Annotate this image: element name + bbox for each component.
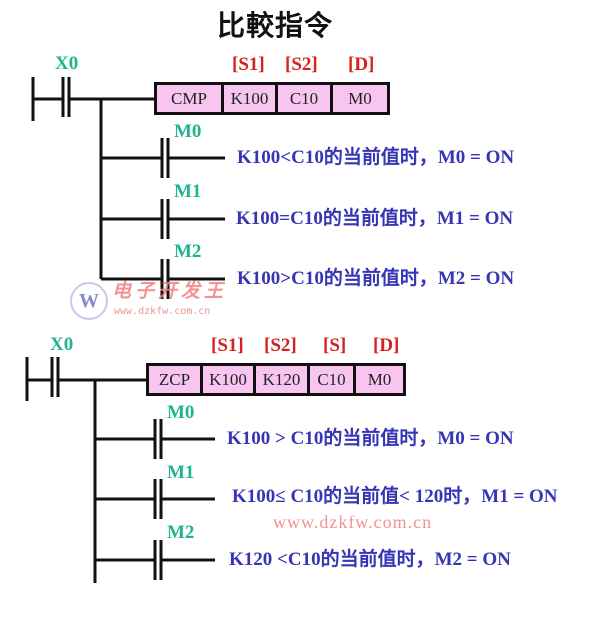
contact-label: M2 [174, 241, 202, 262]
contact-label: M1 [167, 462, 195, 483]
page-title: 比較指令 [216, 9, 333, 42]
zcp-cell: K120 [256, 366, 310, 393]
condition-text: K100>C10的当前值时，M2 = ON [237, 268, 515, 289]
zcp-cell: M0 [367, 369, 392, 389]
cmp-branch-m0 [101, 138, 225, 178]
zcp-branch-m0 [95, 419, 215, 459]
condition-text: K100<C10的当前值时，M0 = ON [237, 147, 515, 168]
operand-label-s1: [S1] [211, 335, 244, 356]
condition-text: K100=C10的当前值时，M1 = ON [236, 208, 514, 229]
cmp-cell: K100 [224, 85, 278, 112]
zcp-branch-m1 [95, 479, 215, 519]
cmp-branch-m2 [101, 259, 225, 299]
cmp-cell: M0 [348, 88, 372, 108]
cmp-input-label: X0 [55, 53, 79, 74]
contact-label: M0 [174, 121, 202, 142]
watermark-url: www.dzkfw.com.cn [114, 306, 211, 317]
watermark-logo-icon: W [70, 282, 108, 320]
operand-label-s2: [S2] [264, 335, 297, 356]
operand-label-s2: [S2] [285, 54, 318, 75]
zcp-cell: K100 [203, 366, 256, 393]
operand-label-s: [S] [323, 335, 347, 356]
contact-label: M2 [167, 522, 195, 543]
condition-text: K120 <C10的当前值时，M2 = ON [229, 549, 511, 570]
cmp-instruction-box: CMP K100 C10 M0 [154, 82, 390, 115]
operand-label-d: [D] [348, 54, 375, 75]
cmp-cell: C10 [278, 85, 333, 112]
zcp-instruction-box: ZCP K100 K120 C10 M0 [146, 363, 406, 396]
watermark-brand: 电子开发王 [112, 281, 228, 302]
zcp-branch-m2 [95, 540, 215, 580]
operand-label-d: [D] [373, 335, 400, 356]
condition-text: K100 > C10的当前值时，M0 = ON [227, 428, 514, 449]
contact-label: M1 [174, 181, 202, 202]
condition-text: K100≤ C10的当前值< 120时，M1 = ON [232, 486, 558, 507]
watermark-url: www.dzkfw.com.cn [273, 512, 433, 532]
operand-label-s1: [S1] [232, 54, 265, 75]
zcp-input-label: X0 [50, 334, 74, 355]
cmp-cell: CMP [157, 85, 224, 112]
cmp-branch-m1 [101, 199, 225, 239]
contact-label: M0 [167, 402, 195, 423]
zcp-cell: C10 [310, 366, 356, 393]
zcp-cell: ZCP [149, 366, 203, 393]
